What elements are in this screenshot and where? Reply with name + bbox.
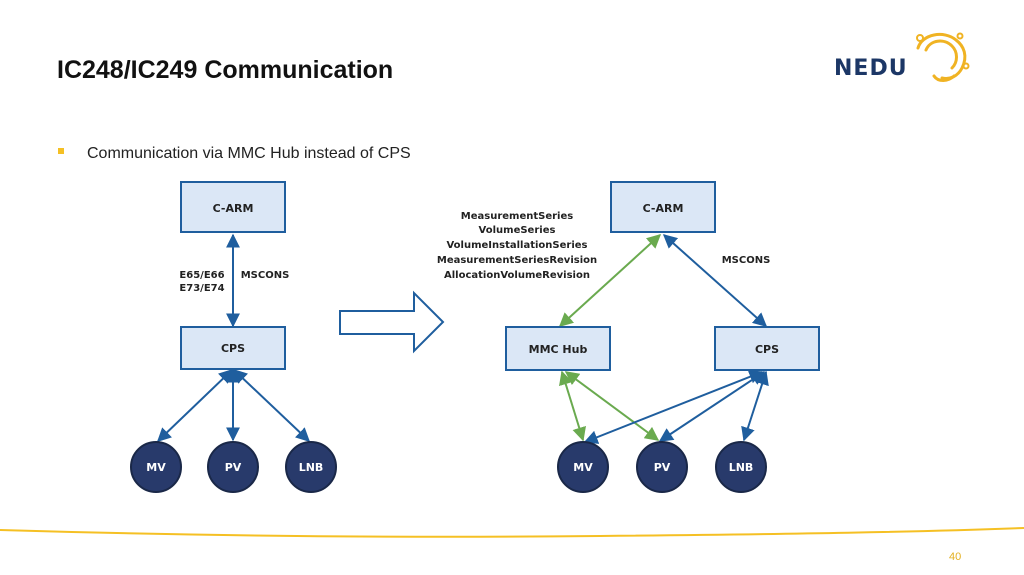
series-label-5: AllocationVolumeRevision: [444, 270, 590, 281]
bullet-square-icon: [58, 148, 64, 154]
bullet-text: Communication via MMC Hub instead of CPS: [87, 145, 411, 162]
mscons-label-right: MSCONS: [722, 255, 771, 266]
series-label-4: MeasurementSeriesRevision: [437, 255, 597, 266]
mv-node-left: [130, 441, 182, 493]
mv-node-right: [557, 441, 609, 493]
communication-diagram: C-ARM CPS E65/E66 E73/E74 MSCONS MV PV L…: [130, 181, 820, 493]
transition-arrow-icon: [339, 290, 445, 354]
footer-divider: [0, 527, 1024, 538]
logo-text: NEDU: [834, 56, 908, 81]
pv-label-left: PV: [225, 461, 242, 474]
cps-box-left: [180, 326, 286, 370]
edge-label-e65: E65/E66: [179, 270, 224, 281]
pv-node-right: [636, 441, 688, 493]
right-diagram: C-ARM MMC Hub CPS MSCONS MeasurementSeri…: [437, 181, 820, 493]
mmchub-box: [505, 326, 611, 371]
arrow-carm-mmchub: [558, 234, 662, 327]
pv-node-left: [207, 441, 259, 493]
lnb-label-right: LNB: [729, 461, 754, 474]
lnb-node-left: [285, 441, 337, 493]
edge-label-mscons-left: MSCONS: [241, 270, 290, 281]
series-label-2: VolumeSeries: [479, 225, 556, 236]
mv-label-left: MV: [146, 461, 166, 474]
carm-label-right: C-ARM: [643, 202, 684, 215]
slide-title: IC248/IC249 Communication: [57, 56, 394, 84]
lnb-node-right: [715, 441, 767, 493]
arrow-cps-mv: [156, 369, 234, 442]
pv-label-right: PV: [654, 461, 671, 474]
mv-label-right: MV: [573, 461, 593, 474]
nedu-logo: NEDU: [830, 26, 975, 86]
lnb-label-left: LNB: [299, 461, 324, 474]
logo-emblem-icon: [916, 32, 970, 82]
cps-label-right: CPS: [755, 343, 779, 356]
carm-box-right: [610, 181, 716, 233]
series-label-3: VolumeInstallationSeries: [446, 240, 587, 251]
carm-box-left: [180, 181, 286, 233]
arrow-cps-lnb: [232, 369, 311, 442]
edge-label-e73: E73/E74: [179, 283, 224, 294]
left-diagram: C-ARM CPS E65/E66 E73/E74 MSCONS MV PV L…: [130, 181, 337, 493]
arrow-cps-lnb: [741, 370, 769, 442]
arrow-carm-cps: [662, 234, 768, 327]
bullet-item: Communication via MMC Hub instead of CPS: [58, 145, 411, 163]
mmchub-label: MMC Hub: [529, 343, 588, 356]
carm-label-left: C-ARM: [213, 202, 254, 215]
cps-label-left: CPS: [221, 342, 245, 355]
cps-box-right: [714, 326, 820, 371]
series-label-1: MeasurementSeries: [461, 211, 573, 222]
page-number: 40: [949, 551, 962, 563]
